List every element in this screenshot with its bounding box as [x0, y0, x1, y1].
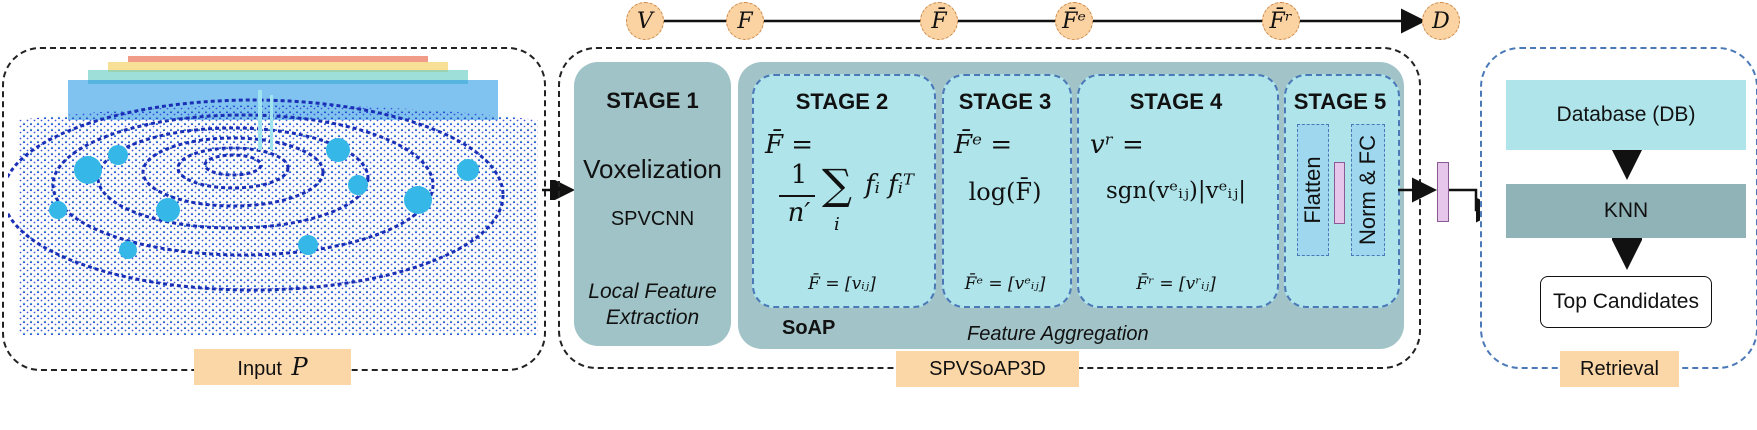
database-box: Database (DB): [1506, 80, 1746, 150]
retrieval-tag: Retrieval: [1560, 351, 1679, 387]
flow-node-fbar-r: F̄ʳ: [1262, 2, 1300, 40]
flow-node-fbar-e: F̄ᵉ: [1055, 2, 1093, 40]
input-label: Input: [237, 358, 282, 380]
top-candidates-box: Top Candidates: [1540, 276, 1712, 328]
stage4-footer: F̄ʳ = [vʳᵢⱼ]: [1136, 274, 1216, 294]
retrieval-label: Retrieval: [1580, 358, 1659, 380]
spvsoap3d-label: SPVSoAP3D: [929, 358, 1046, 380]
stage2-panel: [752, 74, 936, 308]
stage5-vector: [1334, 162, 1345, 224]
stage4-lhs: vʳ =: [1090, 130, 1144, 160]
flatten-label: Flatten: [1300, 156, 1325, 224]
stage1-title: STAGE 1: [606, 88, 699, 113]
feature-aggregation-label: Feature Aggregation: [967, 323, 1149, 345]
stage5-title: STAGE 5: [1293, 89, 1387, 114]
input-symbol: P: [291, 353, 308, 381]
stage4-expr: sgn(vᵉᵢⱼ)|vᵉᵢⱼ|: [1106, 178, 1246, 204]
stage1-caption-1: Local Feature: [588, 280, 717, 303]
flatten-box: [1297, 124, 1329, 256]
input-tag: Input P: [194, 349, 351, 385]
arrow-knn-to-candidates: [1612, 238, 1642, 270]
stage2-lhs: F̄ =: [765, 130, 814, 160]
stage2-fraction-bar: [779, 195, 815, 197]
spvsoap3d-tag: SPVSoAP3D: [896, 351, 1079, 387]
stage3-expr: log(F̄): [968, 178, 1042, 206]
top-flow-arrows: [663, 8, 1426, 34]
stage2-sum: ∑: [822, 160, 852, 209]
descriptor-vector: [1437, 162, 1449, 222]
norm-fc-box: [1351, 124, 1385, 256]
stage2-term: fᵢ fᵢᵀ: [865, 170, 914, 200]
knn-label: KNN: [1603, 199, 1649, 222]
database-label: Database (DB): [1556, 103, 1696, 126]
stage1-voxelization: Voxelization: [583, 154, 722, 184]
stage4-title: STAGE 4: [1129, 89, 1223, 114]
stage1-caption-2: Extraction: [605, 306, 700, 329]
stage3-footer: F̄ᵉ = [vᵉᵢⱼ]: [964, 274, 1046, 294]
stage2-sum-index: i: [834, 214, 840, 235]
knn-box: KNN: [1506, 184, 1746, 238]
stage1-spvcnn: SPVCNN: [610, 208, 695, 230]
stage2-denominator: n′: [787, 198, 811, 228]
flow-node-f: F: [726, 2, 764, 40]
stage2-numerator: 1: [790, 160, 808, 190]
flow-node-fbar: F̄: [920, 2, 958, 40]
norm-fc-label: Norm & FC: [1355, 135, 1380, 245]
arrow-db-to-knn: [1612, 150, 1642, 180]
top-candidates-label: Top Candidates: [1553, 290, 1699, 313]
soap-label: SoAP: [782, 317, 836, 339]
stage3-lhs: F̄ᵉ =: [954, 130, 1013, 160]
flow-node-v: V: [626, 2, 664, 40]
arrow-input-to-model: [542, 180, 575, 200]
stage2-footer: F̄ = [vᵢⱼ]: [808, 274, 876, 294]
stage4-panel: [1077, 74, 1279, 308]
point-cloud-image: [8, 56, 538, 335]
flow-node-d: D: [1422, 2, 1460, 40]
stage3-panel: [942, 74, 1072, 308]
stage3-title: STAGE 3: [958, 89, 1052, 114]
stage1-panel: [574, 62, 731, 346]
stage2-title: STAGE 2: [795, 89, 889, 114]
